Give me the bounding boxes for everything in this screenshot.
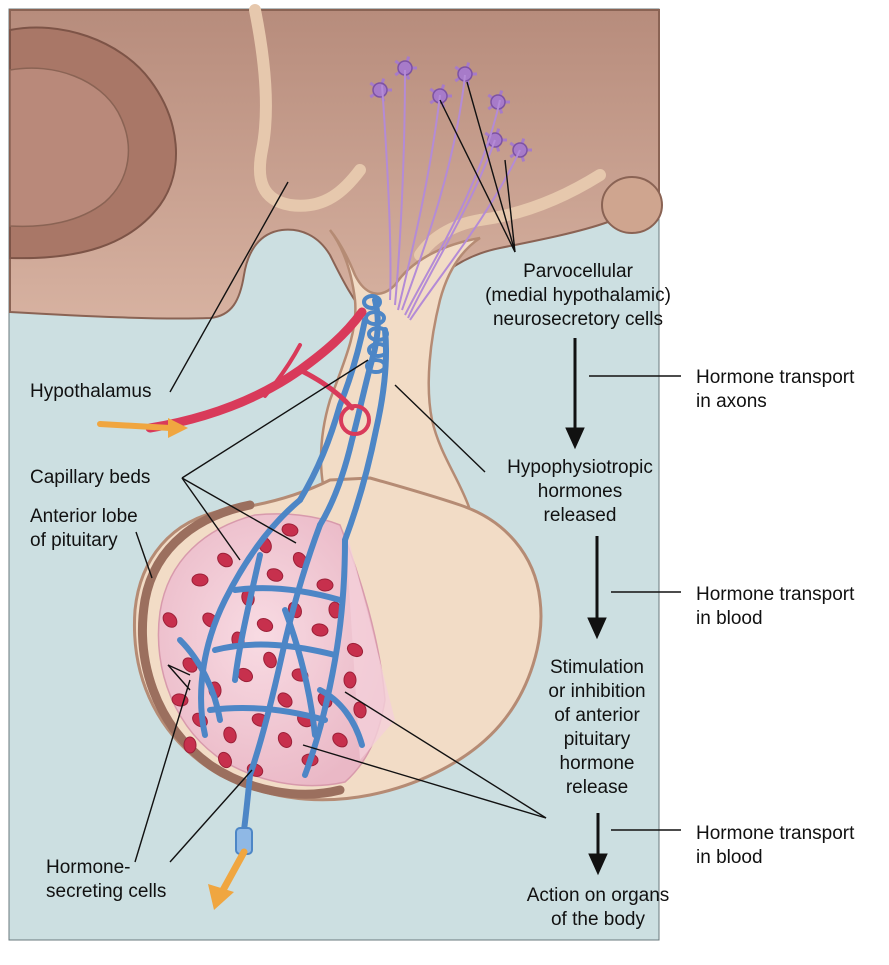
label-capillary-beds: Capillary beds <box>30 466 150 490</box>
hormone-cell <box>344 672 356 688</box>
label-hypothalamus: Hypothalamus <box>30 380 151 404</box>
label-transport-blood-2: Hormone transport in blood <box>696 822 854 870</box>
label-transport-blood-1: Hormone transport in blood <box>696 583 854 631</box>
label-anterior-lobe: Anterior lobe of pituitary <box>30 505 138 553</box>
label-stimulation-inhibition: Stimulation or inhibition of anterior pi… <box>515 656 679 800</box>
hormone-cell <box>184 737 197 753</box>
label-parvocellular: Parvocellular (medial hypothalamic) neur… <box>464 260 692 332</box>
label-action-on-organs: Action on organs of the body <box>480 884 716 932</box>
inflow-arrow-shaft <box>100 424 170 428</box>
label-hormone-secreting-cells: Hormone- secreting cells <box>46 856 166 904</box>
hormone-cell <box>192 574 208 586</box>
label-transport-axons: Hormone transport in axons <box>696 366 854 414</box>
label-hypophysiotropic: Hypophysiotropic hormones released <box>470 456 690 528</box>
mammillary-bulge <box>602 177 662 233</box>
